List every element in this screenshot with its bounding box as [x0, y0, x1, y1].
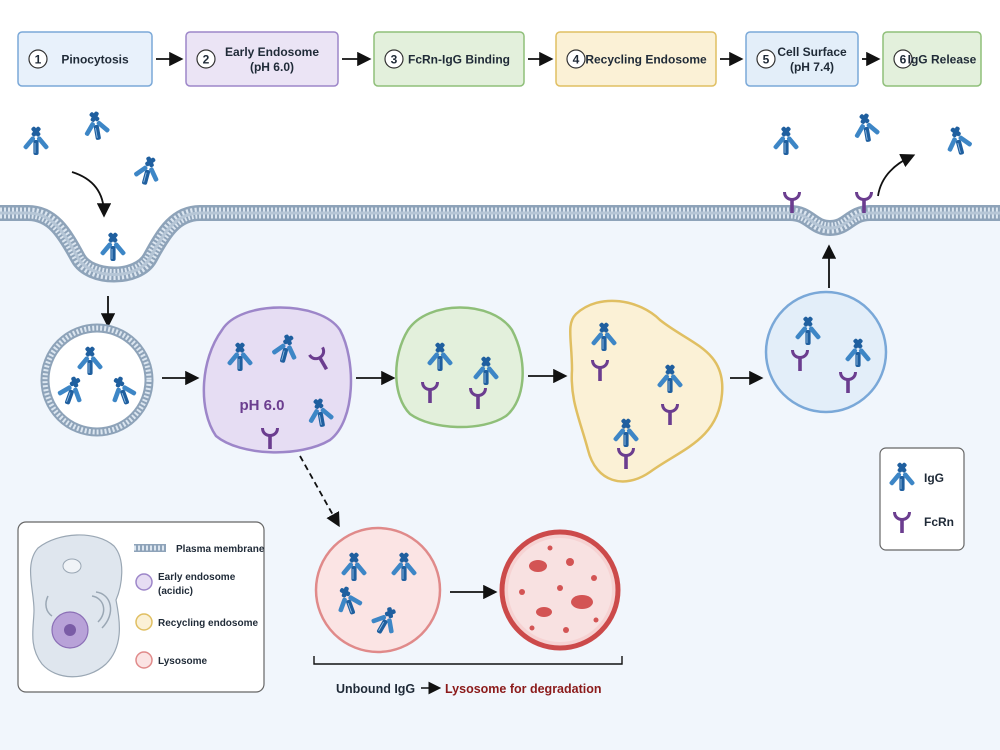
cell-icon [29, 534, 123, 678]
step-number: 1 [35, 53, 42, 67]
step-number: 3 [391, 53, 398, 67]
step-label: Recycling Endosome [585, 53, 707, 67]
step-flow: 1 Pinocytosis 2 Early Endosome(pH 6.0) 3 FcRn… [17, 31, 982, 87]
legend-early-endosome: Early endosome [158, 572, 236, 583]
internalizing-igg-icon [99, 231, 127, 262]
step-number-icon [756, 49, 776, 69]
step-number-icon [196, 49, 216, 69]
dashed-arrow-icon [299, 455, 340, 528]
lysosome-degradation-label: Lysosome for degradation [445, 682, 602, 696]
legend-igg-label: IgG [924, 471, 944, 485]
step-4-box: 4 Recycling Endosome [555, 31, 717, 87]
step-number: 4 [573, 53, 580, 67]
early-endosome-ph-label: pH 6.0 [239, 397, 284, 414]
pinocytic-vesicle [40, 323, 154, 437]
uptake-arrow-icon [71, 171, 112, 218]
legend-plasma-membrane: Plasma membrane [176, 544, 265, 555]
released-igg-icon [850, 110, 883, 145]
step-label: Early Endosome [225, 45, 319, 59]
molecule-legend: IgG FcRn [879, 447, 965, 551]
recycling-endosome-swatch-icon [135, 613, 153, 631]
step-number-icon [28, 49, 48, 69]
exocytic-vesicle [764, 290, 888, 414]
degradation-bracket [313, 656, 623, 665]
released-igg-icon [772, 125, 800, 156]
legend-lysosome: Lysosome [158, 656, 208, 667]
released-igg-icon [941, 122, 976, 159]
compartment-legend: Plasma membrane Early endosome (acidic) … [17, 521, 265, 693]
step-label: IgG Release [908, 53, 977, 67]
membrane-swatch-icon [134, 544, 166, 552]
extracellular-igg-icon [80, 108, 113, 143]
step-number-icon [566, 49, 586, 69]
legend-fcrn-label: FcRn [924, 515, 954, 529]
step-number: 2 [203, 53, 210, 67]
step-sublabel: (pH 6.0) [250, 60, 294, 74]
step-number-icon [893, 49, 913, 69]
step-number: 5 [763, 53, 770, 67]
extracellular-igg-icon [130, 152, 165, 189]
unbound-igg-label: Unbound IgG [336, 682, 415, 696]
step-number-icon [384, 49, 404, 69]
step-1-box: 1 Pinocytosis [17, 31, 153, 87]
early-endosome-swatch-icon [135, 573, 153, 591]
legend-early-endosome-acidic: (acidic) [158, 586, 193, 597]
fcrn-binding-compartment [395, 306, 524, 429]
step-5-box: 5 Cell Surface(pH 7.4) [745, 31, 859, 87]
step-label: Cell Surface [777, 45, 847, 59]
step-label: Pinocytosis [61, 53, 129, 67]
step-3-box: 3 FcRn-IgG Binding [373, 31, 525, 87]
legend-recycling-endosome: Recycling endosome [158, 618, 258, 629]
recycling-endosome [569, 299, 724, 483]
step-2-box: 2 Early Endosome(pH 6.0) [185, 31, 339, 87]
release-arrow-icon [877, 154, 916, 197]
step-label: FcRn-IgG Binding [408, 53, 510, 67]
step-sublabel: (pH 7.4) [790, 60, 834, 74]
early-endosome: pH 6.0 [202, 306, 353, 454]
lysosome [499, 529, 621, 651]
unbound-igg-vesicle [314, 526, 442, 654]
step-number: 6 [900, 53, 907, 67]
lysosome-swatch-icon [135, 651, 153, 669]
extracellular-igg-icon [22, 125, 50, 156]
